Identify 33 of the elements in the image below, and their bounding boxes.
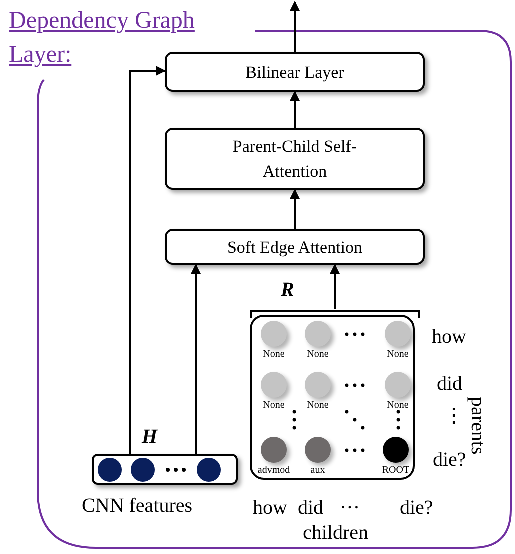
matrix-symbol: H [142,425,158,450]
cell-label: None [387,349,409,360]
node-label: CNN features [82,494,193,519]
axis-label: parents [466,397,490,455]
word-label: die? [433,448,466,472]
cell-label: aux [310,465,326,476]
word-label: die? [400,496,434,520]
cell-label: ROOT [382,465,410,476]
word-label: how [253,496,288,520]
cell-label: None [307,400,329,411]
word-label: ⋮ [444,404,464,428]
arrow [330,264,340,309]
word-label: how [432,325,466,349]
cell-label: advmod [258,465,290,476]
arrow [290,91,300,128]
word-label: ··· [340,496,360,520]
cell-label: None [307,349,329,360]
cell-label: None [263,349,285,360]
arrow [290,1,300,52]
layer-box: Parent-Child Self-Attention [165,128,425,190]
arrow [191,264,201,454]
matrix-symbol: R [281,278,294,303]
layer-box: Soft Edge Attention [165,229,425,265]
word-label: did [437,372,463,396]
arrow [290,189,300,229]
matrix-panel [250,315,415,480]
word-label: children [303,521,369,545]
arrow [129,66,166,454]
feature-bar [92,454,238,485]
layer-box: Bilinear Layer [165,52,425,92]
cell-label: None [263,400,285,411]
cell-label: None [387,400,409,411]
word-label: did [298,496,324,520]
